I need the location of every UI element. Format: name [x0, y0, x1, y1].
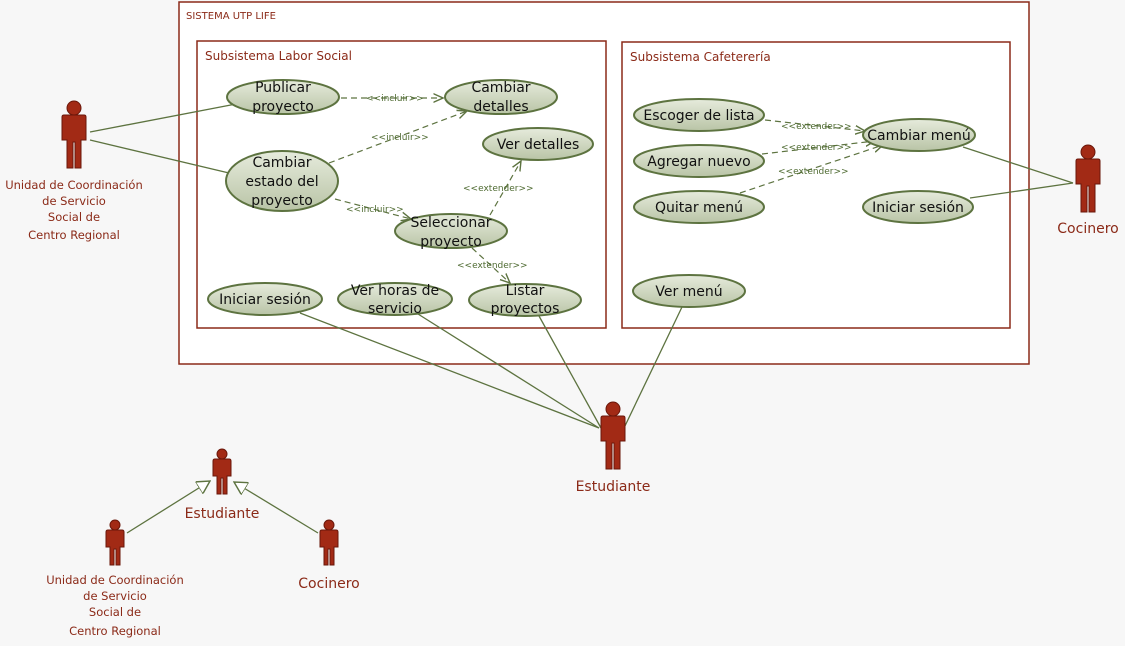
actor-label: Cocinero: [298, 576, 359, 592]
generalization: [126, 481, 319, 534]
actor-label: Social de: [89, 605, 141, 619]
actor-cocinero-child[interactable]: Cocinero: [298, 519, 360, 592]
actor-label: Centro Regional: [69, 624, 161, 638]
use-case-label: detalles: [473, 99, 528, 115]
assoc-estudiante-listar: [538, 315, 602, 429]
use-case-label: proyecto: [251, 193, 313, 209]
generalization-unidad-estudiante: [126, 481, 210, 534]
stereotype-incluir-label: <<incluir>>: [371, 133, 429, 143]
actor-label: de Servicio: [42, 194, 106, 208]
use-case-label: Ver detalles: [497, 137, 580, 153]
actor-label: Unidad de Coordinación: [5, 178, 143, 192]
use-case-ver-horas-servicio[interactable]: Ver horas de servicio: [337, 282, 453, 317]
use-case-label: Publicar: [255, 80, 311, 96]
dep-quitar-extender-cambiar-menu: [739, 145, 883, 194]
associations: [89, 103, 1074, 429]
use-case-label: Seleccionar: [410, 215, 491, 231]
assoc-estudiante-ver-menu: [623, 306, 683, 429]
dep-seleccionar-extender-listar: [471, 247, 510, 283]
actor-label: Estudiante: [185, 506, 260, 522]
stereotype-labels: <<incluir>> <<incluir>> <<incluir>> <<ex…: [346, 94, 852, 271]
use-case-iniciar-sesion-cafeteria[interactable]: Iniciar sesión: [862, 190, 974, 224]
stereotype-extender-label: <<extender>>: [463, 184, 534, 194]
subsystem-labor-social-title: Subsistema Labor Social: [205, 49, 352, 63]
actor-estudiante[interactable]: Estudiante: [576, 401, 651, 495]
stereotype-extender-label: <<extender>>: [778, 167, 849, 177]
use-case-cambiar-estado-proyecto[interactable]: Cambiar estado del proyecto: [225, 150, 339, 212]
use-case-label: Cambiar menú: [867, 128, 971, 144]
assoc-estudiante-ver-horas: [417, 313, 600, 429]
use-case-seleccionar-proyecto[interactable]: Seleccionar proyecto: [394, 213, 508, 250]
actor-unidad-coordinacion[interactable]: Unidad de Coordinación de Servicio Socia…: [5, 100, 143, 242]
stereotype-extender-label: <<extender>>: [457, 261, 528, 271]
assoc-unidad-cambiar-estado: [89, 139, 230, 174]
assoc-unidad-publicar: [89, 103, 237, 133]
assoc-cocinero-iniciar-sesion: [969, 182, 1074, 199]
system-title: SISTEMA UTP LIFE: [186, 11, 276, 22]
dep-agregar-extender-cambiar-menu: [761, 141, 875, 155]
use-case-ver-menu[interactable]: Ver menú: [632, 274, 746, 308]
use-case-publicar-proyecto[interactable]: Publicar proyecto: [226, 79, 340, 115]
dep-estado-incluir-cambiar-detalles: [328, 111, 467, 164]
use-case-label: proyectos: [491, 301, 560, 317]
assoc-cocinero-cambiar-menu: [962, 146, 1074, 184]
use-case-iniciar-sesion[interactable]: Iniciar sesión: [207, 282, 323, 316]
actor-label: de Servicio: [83, 589, 147, 603]
use-case-cambiar-menu[interactable]: Cambiar menú: [862, 118, 976, 152]
use-case-label: servicio: [368, 301, 422, 317]
actor-label: Estudiante: [576, 479, 651, 495]
use-case-ver-detalles[interactable]: Ver detalles: [482, 127, 594, 161]
use-case-label: Iniciar sesión: [219, 292, 311, 308]
assoc-estudiante-iniciar-sesion: [299, 312, 600, 429]
actor-label: Unidad de Coordinación: [46, 573, 184, 587]
use-case-label: Cambiar: [471, 80, 530, 96]
use-case-label: estado del: [245, 174, 318, 190]
use-case-label: Cambiar: [252, 155, 311, 171]
use-case-quitar-menu[interactable]: Quitar menú: [633, 190, 765, 224]
use-case-label: Quitar menú: [655, 200, 743, 216]
dependencies: [328, 98, 883, 283]
stereotype-incluir-label: <<incluir>>: [346, 205, 404, 215]
use-case-label: Listar: [506, 283, 545, 299]
use-case-label: Ver menú: [655, 284, 722, 300]
subsystem-cafeteria-title: Subsistema Cafeterería: [630, 50, 771, 64]
use-case-escoger-de-lista[interactable]: Escoger de lista: [633, 98, 765, 132]
use-case-label: Agregar nuevo: [647, 154, 750, 170]
use-case-label: proyecto: [252, 99, 314, 115]
actor-cocinero[interactable]: Cocinero: [1057, 144, 1119, 237]
stereotype-extender-label: <<extender>>: [781, 122, 852, 132]
use-case-agregar-nuevo[interactable]: Agregar nuevo: [633, 144, 765, 178]
use-case-label: Ver horas de: [351, 283, 439, 299]
dep-seleccionar-extender-ver-detalles: [489, 161, 521, 216]
use-case-label: Iniciar sesión: [872, 200, 964, 216]
dep-estado-incluir-seleccionar: [334, 198, 411, 219]
stereotype-extender-label: <<extender>>: [781, 143, 852, 153]
actor-label: Centro Regional: [28, 228, 120, 242]
actor-unidad-child[interactable]: Unidad de Coordinación de Servicio Socia…: [46, 519, 184, 638]
use-case-cambiar-detalles[interactable]: Cambiar detalles: [444, 79, 558, 115]
actor-label: Cocinero: [1057, 221, 1118, 237]
use-case-label: Escoger de lista: [643, 108, 754, 124]
actor-label: Social de: [48, 210, 100, 224]
actor-estudiante-parent[interactable]: Estudiante: [185, 448, 260, 522]
dep-escoger-extender-cambiar-menu: [764, 119, 865, 131]
generalization-cocinero-estudiante: [234, 482, 319, 534]
use-case-listar-proyectos[interactable]: Listar proyectos: [468, 283, 582, 317]
use-case-label: proyecto: [420, 234, 482, 250]
stereotype-incluir-label: <<incluir>>: [366, 94, 424, 104]
